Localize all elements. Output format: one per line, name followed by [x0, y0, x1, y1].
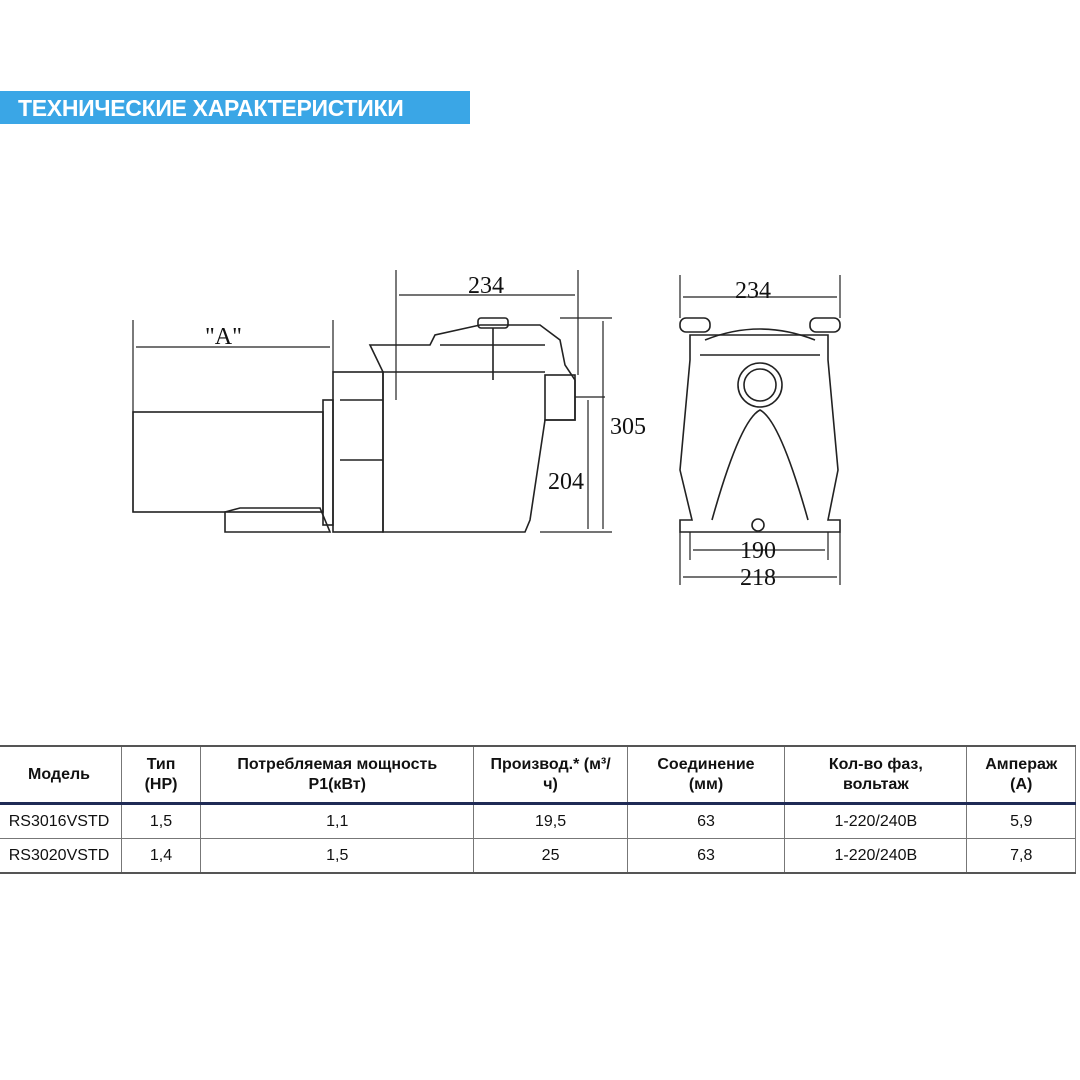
cell-model: RS3016VSTD	[0, 803, 122, 839]
front-view-dimensions	[679, 275, 841, 585]
dim-total-height-label: 305	[610, 414, 646, 440]
dim-side-width-label: 234	[468, 273, 504, 299]
cell-connection: 63	[626, 803, 786, 839]
header-phases-voltage: Кол-во фаз,вольтаж	[784, 745, 968, 804]
pump-side-view	[132, 317, 576, 533]
dim-base-inner-label: 190	[740, 538, 776, 564]
dim-front-width-label: 234	[735, 278, 771, 304]
cell-type: 1,5	[120, 803, 202, 839]
cell-amperage: 7,8	[966, 838, 1076, 874]
cell-flow: 19,5	[473, 803, 628, 839]
dim-base-outer-label: 218	[740, 565, 776, 591]
dim-a-label: "A"	[205, 324, 242, 350]
cell-flow: 25	[473, 838, 628, 874]
cell-phases-voltage: 1-220/240В	[784, 803, 968, 839]
table-row: RS3016VSTD 1,5 1,1 19,5 63 1-220/240В 5,…	[0, 803, 1076, 839]
header-amperage: Ампераж(А)	[966, 745, 1076, 804]
side-view-dimensions	[132, 270, 612, 533]
cell-power: 1,5	[200, 838, 475, 874]
cell-model: RS3020VSTD	[0, 838, 122, 874]
cell-amperage: 5,9	[966, 803, 1076, 839]
section-title-banner: ТЕХНИЧЕСКИЕ ХАРАКТЕРИСТИКИ	[0, 91, 470, 124]
pump-front-view	[679, 317, 841, 533]
header-connection: Соединение(мм)	[626, 745, 786, 804]
cell-power: 1,1	[200, 803, 475, 839]
table-row: RS3020VSTD 1,4 1,5 25 63 1-220/240В 7,8	[0, 838, 1076, 874]
cell-type: 1,4	[120, 838, 202, 874]
dim-inlet-height-label: 204	[548, 469, 584, 495]
cell-phases-voltage: 1-220/240В	[784, 838, 968, 874]
cell-connection: 63	[626, 838, 786, 874]
section-title: ТЕХНИЧЕСКИЕ ХАРАКТЕРИСТИКИ	[18, 95, 404, 121]
pump-dimension-drawing: "A" 234 305 204 234 190 218	[132, 270, 841, 591]
header-type: Тип(HP)	[120, 745, 202, 804]
header-flow: Производ.* (м³/ч)	[473, 745, 628, 804]
header-model: Модель	[0, 745, 122, 804]
